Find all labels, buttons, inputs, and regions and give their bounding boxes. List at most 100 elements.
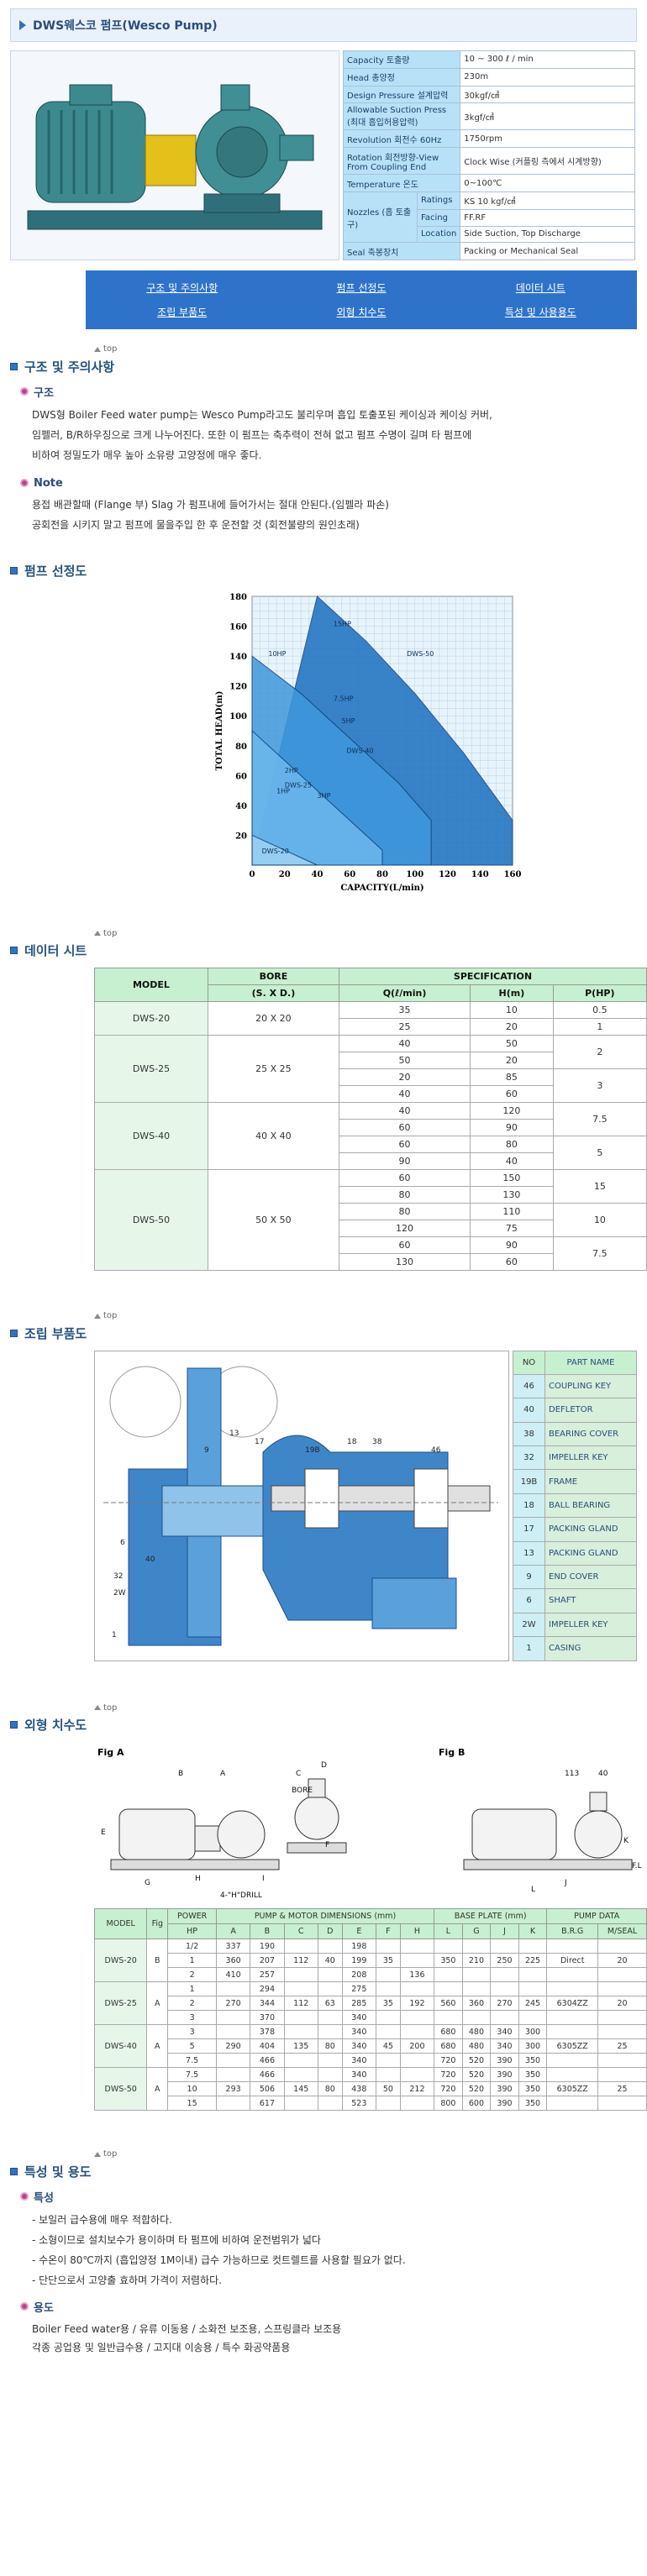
dimension-cell: 720 [434,2053,463,2068]
top-link[interactable]: top [94,344,117,354]
q-cell: 130 [338,1253,471,1271]
dimension-label: 4-"H"DRILL [220,1891,262,1900]
section-heading: 구조 및 주의사항 [10,358,637,375]
feature-item: - 소형이므로 설치보수가 용이하며 타 펌프에 비하여 운전범위가 넓다 [32,2233,321,2246]
top-link[interactable]: top [94,1311,117,1320]
dimension-cell [283,1939,318,1954]
dimension-cell: 20 [597,1996,647,2011]
dimension-cell: 1/2 [167,1939,217,1954]
top-link[interactable]: top [94,2149,117,2159]
dimension-cell: 340 [341,2010,376,2025]
callout-label: 13 [229,1430,239,1438]
dimension-cell: 337 [215,1939,251,1954]
x-tick-label: 140 [471,870,489,879]
q-cell: 80 [338,1203,471,1220]
dimension-cell: 15 [167,2096,217,2111]
dimension-cell: 20 [597,1953,647,1968]
dimension-cell [461,1981,492,1996]
sub-header: B.R.G [546,1923,599,1939]
dimension-label: BORE [292,1786,313,1795]
nav-link[interactable]: 외형 치수도 [336,307,387,318]
x-tick-label: 40 [312,870,324,879]
y-tick-label: 60 [235,772,247,781]
nav-link[interactable]: 조립 부품도 [157,307,208,318]
callout-label: 9 [204,1446,209,1455]
dimension-cell: 198 [341,1939,376,1954]
model-cell: DWS-20 [93,1939,148,1982]
part-no: 38 [513,1421,545,1447]
dimension-cell: 210 [461,1953,492,1968]
dimension-cell [597,1939,647,1954]
sub-header: H [399,1923,435,1939]
header-power: POWER [167,1908,217,1924]
chart-annotation: DWS-20 [262,847,289,854]
y-tick-label: 80 [235,742,247,751]
dimension-label: K [623,1837,629,1845]
dimension-cell: 40 [317,1953,343,1968]
dimension-cell: 2 [167,1996,217,2011]
dimension-label: I [262,1875,265,1883]
dimension-cell: 1 [167,1953,217,1968]
h-cell: 150 [470,1169,554,1187]
bore-cell: 50 X 50 [207,1169,339,1271]
dimension-cell [317,1967,343,1982]
dimension-cell [283,2053,318,2068]
header-bore-sub: (S. X D.) [207,984,339,1002]
nav-link[interactable]: 특성 및 사용용도 [504,307,576,318]
nav-link[interactable]: 펌프 선정도 [336,282,387,294]
callout-label: 2W [113,1589,126,1598]
dimension-cell [597,1967,647,1982]
h-cell: 60 [470,1085,554,1103]
dimension-cell: 410 [215,1967,251,1982]
dimension-cell: 520 [461,2067,492,2082]
chart-annotation: DWS-50 [407,650,434,658]
features-section: top 특성 및 용도 특성 - 보일러 급수용에 매우 적합하다. - 소형이… [10,2134,637,2374]
dimension-cell [215,2096,251,2111]
dimension-cell: 294 [250,1981,285,1996]
section-heading: 데이터 시트 [10,942,637,959]
dimension-cell: 617 [250,2096,285,2111]
nozzle-key: Ratings [416,191,461,210]
dimension-cell [546,2010,599,2025]
header-part-name: PART NAME [544,1350,637,1375]
dimension-cell: 25 [597,2081,647,2096]
dimension-cell [546,1981,599,1996]
header-pump-motor: PUMP & MOTOR DIMENSIONS (mm) [215,1908,435,1924]
top-link[interactable]: top [94,1703,117,1713]
power-cell: 15 [552,1169,647,1204]
dimension-cell: 600 [461,2096,492,2111]
dimension-label: B [178,1770,183,1778]
nav-link[interactable]: 구조 및 주의사항 [146,282,218,294]
dimension-cell [399,1939,435,1954]
sub-header: L [434,1923,463,1939]
dimension-cell: 135 [283,2038,318,2054]
top-link[interactable]: top [94,929,117,938]
seal-key: Seal 축봉장치 [342,242,461,260]
part-name: PACKING GLAND [544,1517,637,1542]
dimension-cell [490,1981,519,1996]
dimension-cell: 560 [434,1996,463,2011]
bore-cell: 20 X 20 [207,1001,339,1036]
dimension-cell: 190 [250,1939,285,1954]
square-bullet-icon [10,1721,18,1729]
spec-value: 3kgf/㎠ [460,102,635,131]
nav-link[interactable]: 데이터 시트 [515,282,565,294]
dimension-cell: 35 [375,1996,401,2011]
seal-value: Packing or Mechanical Seal [460,242,635,260]
h-cell: 90 [470,1119,554,1136]
feature-item: - 보일러 급수용에 매우 적합하다. [32,2213,172,2226]
dimension-cell [283,1981,318,1996]
sub-heading: 구조 [20,384,637,400]
